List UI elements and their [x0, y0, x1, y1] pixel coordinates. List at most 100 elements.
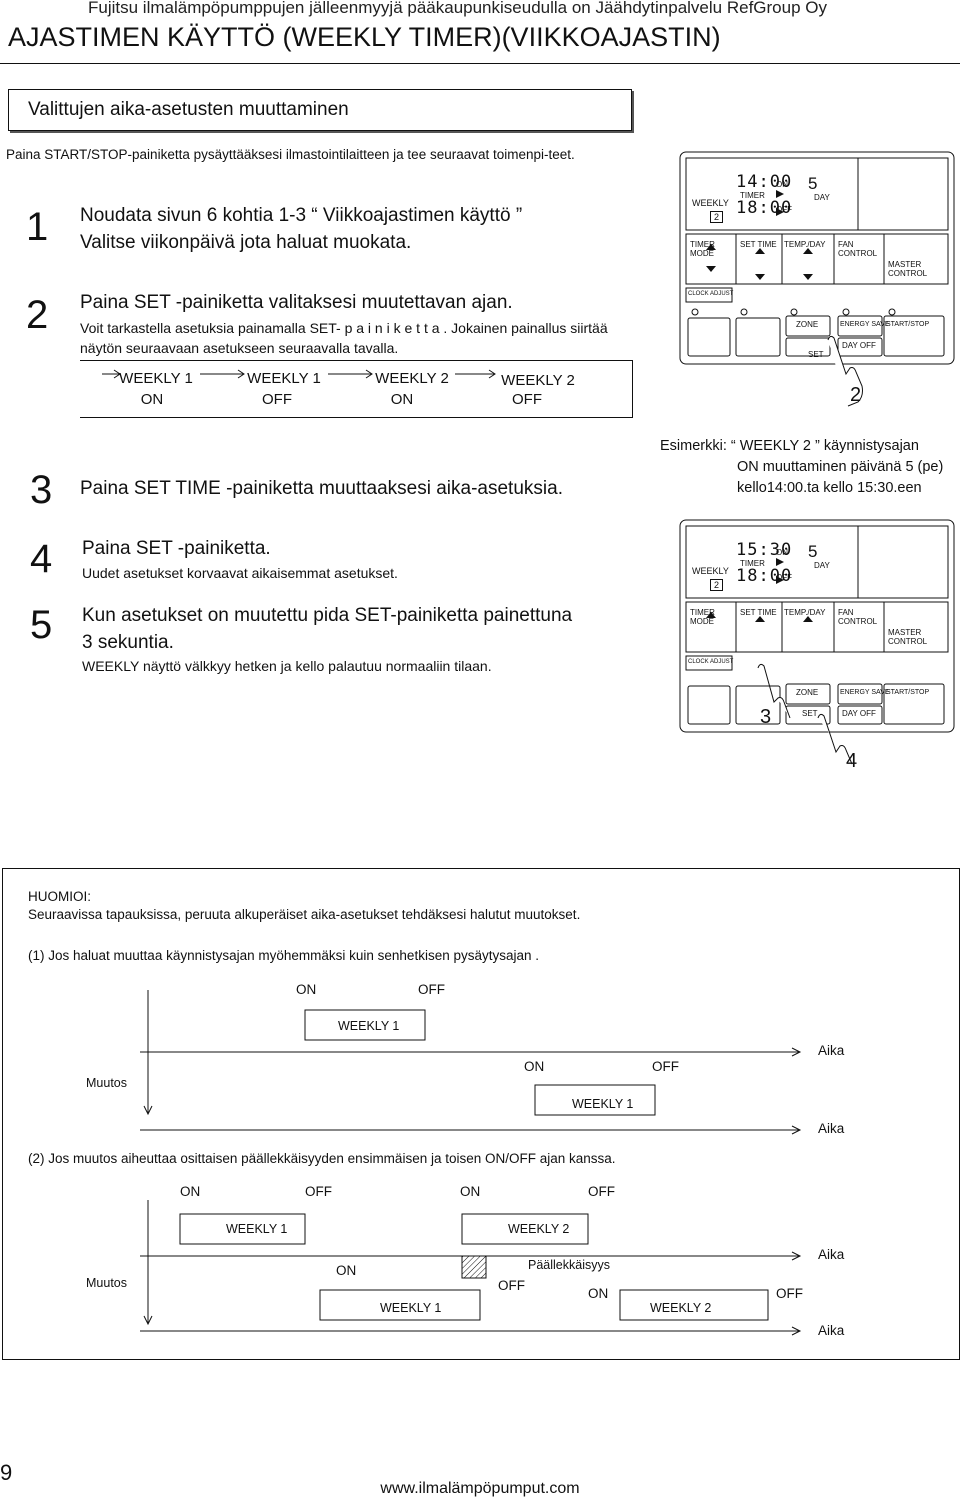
remote-control-2: 15:30 18:00 5 DAY WEEKLY 2 TIMER ON OFF … [678, 518, 956, 772]
remote-outline [679, 151, 955, 365]
title-divider [0, 63, 960, 64]
weekly-number: 2 [710, 579, 724, 591]
overlap-label: Päällekkäisyys [528, 1258, 610, 1272]
step-text: Paina SET TIME -painiketta muuttaaksesi … [80, 478, 563, 499]
set-time-label: SET TIME [740, 608, 777, 617]
timer-off-display: 18:00 [736, 566, 793, 586]
timer-mode-label: TIMER MODE [690, 608, 715, 626]
step-number: 5 [30, 603, 53, 647]
timeline-on-label: ON [460, 1184, 481, 1199]
remote-set-label: SET [802, 709, 818, 718]
timeline-on-label: ON [588, 1286, 609, 1301]
day-off-label: DAY OFF [842, 341, 876, 350]
timeline-on-label: ON [180, 1184, 201, 1199]
flow-step-state: ON [140, 391, 164, 408]
energy-save-label: ENERGY SAVE [840, 689, 890, 696]
timeline-time-label: Aika [818, 1121, 845, 1136]
start-stop-label: START/STOP [886, 689, 930, 696]
weekly-indicator: WEEKLY [692, 566, 729, 576]
step-text: Valitse viikonpäivä jota haluat muokata. [80, 232, 412, 253]
step-text: Voit tarkastella asetuksia painamalla SE… [80, 320, 608, 336]
timer-on-display: 15:30 [736, 540, 793, 560]
temp-day-label: TEMP./DAY [784, 240, 826, 249]
step-text: näytön seuraavaan asetukseen seuraavalla… [80, 340, 399, 356]
temp-day-label: TEMP./DAY [784, 608, 826, 617]
note-case-1: (1) Jos haluat muuttaa käynnistysajan my… [28, 948, 539, 963]
page-title: AJASTIMEN KÄYTTÖ (WEEKLY TIMER)(VIIKKOAJ… [8, 22, 721, 52]
master-control-label: MASTER CONTROL [888, 628, 928, 646]
timeline-time-label: Aika [818, 1323, 845, 1338]
timeline-time-label: Aika [818, 1247, 845, 1262]
fan-control-label: FAN CONTROL [838, 240, 878, 258]
example-line: Esimerkki: “ WEEKLY 2 ” käynnistysajan [660, 438, 919, 454]
step-text: Uudet asetukset korvaavat aikaisemmat as… [82, 565, 398, 581]
note-case-2: (2) Jos muutos aiheuttaa osittaisen pääl… [28, 1151, 616, 1166]
weekly-number: 2 [710, 211, 724, 223]
weekly-indicator: WEEKLY [692, 198, 729, 208]
step-text: Paina SET -painiketta valitaksesi muutet… [80, 292, 513, 313]
day-display: 5 [808, 542, 818, 561]
remote-set-label: SET [808, 350, 824, 359]
timeline-change-label: Muutos [86, 1276, 127, 1290]
timeline-on-label: ON [524, 1059, 545, 1074]
remote-control-1: 14:00 18:00 SET WEEKLY 2 TIMER ON OFF 5 … [678, 150, 956, 407]
zone-label: ZONE [796, 688, 819, 697]
on-label: ON [776, 548, 788, 557]
off-label: OFF [776, 573, 792, 582]
flow-step-label: WEEKLY 1 [247, 370, 321, 387]
zone-label: ZONE [796, 320, 819, 329]
timeline-diagram-2 [140, 1200, 802, 1336]
timeline-weekly-label: WEEKLY 1 [226, 1222, 288, 1236]
hand-pointer-icon [827, 335, 863, 407]
timeline-off-label: OFF [652, 1059, 679, 1074]
timer-mode-label: TIMER MODE [690, 240, 715, 258]
timeline-change-label: Muutos [86, 1076, 127, 1090]
on-label: ON [776, 180, 788, 189]
timeline-off-label: OFF [418, 982, 445, 997]
timeline-weekly-label: WEEKLY 2 [650, 1301, 712, 1315]
page-number: 9 [0, 1460, 13, 1485]
timer-label: TIMER [740, 191, 765, 200]
flow-step-label: WEEKLY 2 [501, 372, 575, 389]
example-line: kello14:00.ta kello 15:30.een [737, 480, 922, 496]
site-header-text: Fujitsu ilmalämpöpumppujen jälleenmyyjä … [88, 0, 827, 17]
day-label: DAY [814, 561, 830, 570]
timeline-off-label: OFF [305, 1184, 332, 1199]
flow-box [80, 360, 633, 418]
timeline-off-label: OFF [776, 1286, 803, 1301]
flow-step-state: ON [390, 391, 414, 408]
timeline-diagram-1 [140, 990, 802, 1135]
start-stop-label: START/STOP [886, 321, 930, 328]
step-text: 3 sekuntia. [82, 632, 174, 653]
flow-arrows [102, 369, 496, 379]
note-heading: HUOMIOI: [28, 889, 91, 904]
callout-number: 4 [846, 750, 858, 772]
set-time-label: SET TIME [740, 240, 777, 249]
timer-label: TIMER [740, 559, 765, 568]
timeline-on-label: ON [336, 1263, 357, 1278]
timeline-weekly-label: WEEKLY 1 [380, 1301, 442, 1315]
note-text: Seuraavissa tapauksissa, peruuta alkuper… [28, 907, 581, 922]
step-text: WEEKLY näyttö välkkyy hetken ja kello pa… [82, 658, 492, 674]
timeline-on-label: ON [296, 982, 317, 997]
example-line: ON muuttaminen päivänä 5 (pe) [737, 459, 944, 475]
callout-number: 3 [760, 706, 772, 728]
intro-text: Paina START/STOP-painiketta pysäyttääkse… [6, 147, 575, 162]
flow-step-label: WEEKLY 1 [119, 370, 193, 387]
master-control-label: MASTER CONTROL [888, 260, 928, 278]
section-title-box [8, 89, 632, 131]
timer-on-display: 14:00 [736, 172, 793, 192]
step-number: 4 [30, 537, 53, 581]
day-label: DAY [814, 193, 830, 202]
flow-step-state: OFF [512, 391, 542, 408]
energy-save-label: ENERGY SAVE [840, 321, 890, 328]
step-number: 2 [26, 293, 49, 337]
hand-pointer-icon [757, 663, 853, 765]
footer-url[interactable]: www.ilmalämpöpumput.com [380, 1480, 580, 1497]
timeline-off-label: OFF [588, 1184, 615, 1199]
timeline-weekly-label: WEEKLY 1 [572, 1097, 634, 1111]
timeline-time-label: Aika [818, 1043, 845, 1058]
timeline-off-label: OFF [498, 1278, 525, 1293]
flow-step-state: OFF [262, 391, 292, 408]
flow-step-label: WEEKLY 2 [375, 370, 449, 387]
